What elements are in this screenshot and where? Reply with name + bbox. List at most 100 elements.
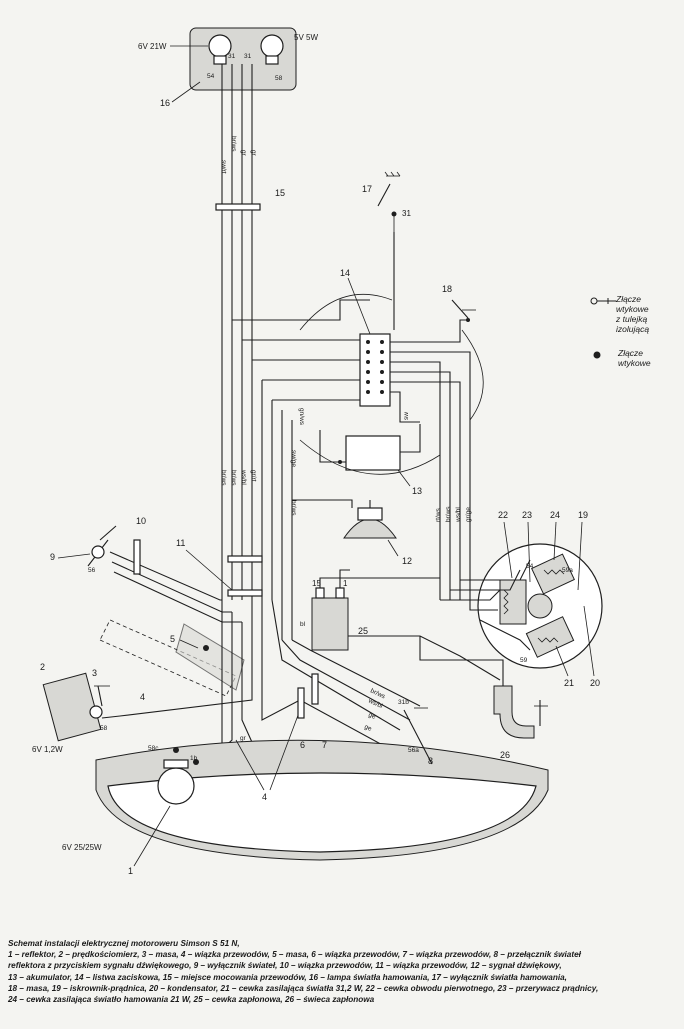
wiring-diagram: 6V 21W 5V 5W 31 31 54 58 16 15 sw/rt [32, 27, 603, 876]
wire-label-gn-ws: gn/ws [298, 408, 305, 426]
speedo-bulb-rating: 6V 1,2W [32, 745, 63, 754]
legend-plug: Złącze wtykowe z tulejką izolującą [616, 294, 649, 334]
callout-13: 13 [412, 486, 422, 496]
wire-label-sw: sw [403, 412, 410, 420]
terminal-15: 15 [312, 579, 321, 588]
callout-12: 12 [402, 556, 412, 566]
wire-bundle-labels-top: sw/rt br/ws gr gr [220, 136, 257, 174]
callout-10: 10 [136, 516, 146, 526]
main-harness: 15 [215, 64, 370, 640]
callout-17: 17 [362, 184, 372, 194]
terminal-54: 54 [207, 73, 215, 80]
terminal-31-left: 31 [228, 53, 236, 60]
callout-24: 24 [550, 510, 560, 520]
ign-wire-2: br/ws [445, 506, 452, 522]
plug-symbol [590, 297, 616, 305]
wire-label-gr: gr [240, 735, 247, 742]
wire-label-bl: bl [300, 621, 306, 628]
terminal-59a: 59a [562, 567, 573, 574]
legend-plug-line-3: z tulejką [616, 314, 648, 324]
legend-socket-line-1: Złącze [618, 348, 644, 358]
rear-lamp-assembly: 6V 21W 5V 5W 31 31 54 58 16 [138, 27, 318, 108]
callout-2: 2 [40, 662, 45, 672]
light-switch: 56 9 10 [50, 516, 242, 623]
caption-line-1: 1 – reflektor, 2 – prędkościomierz, 3 – … [8, 950, 581, 960]
mid-wire-3: ws/bl [240, 469, 247, 485]
wire-label-3: gr [240, 150, 247, 157]
callout-19: 19 [578, 510, 588, 520]
figure-caption: Schemat instalacji elektrycznej motorowe… [8, 938, 676, 1005]
callout-21: 21 [564, 678, 574, 688]
stop-lamp-rating: 6V 21W [138, 42, 167, 51]
wire-labels-mid: br/ws br/ws ws/bl gr/rt sw/ge br/ws gn/w… [220, 408, 305, 516]
terminal-58: 58 [275, 75, 283, 82]
socket-symbol [593, 351, 601, 359]
callout-11: 11 [176, 538, 185, 548]
legend-plug-line-4: izolującą [616, 324, 650, 334]
ignition-coil: 25 bl [300, 569, 501, 681]
ign-wire-1: rt/ws [435, 508, 442, 522]
terminal-1: 1 [343, 579, 348, 588]
caption-title: Schemat instalacji elektrycznej motorowe… [8, 939, 240, 948]
callout-8: 8 [428, 756, 433, 766]
magneto-generator: 59 59a 54 15 1 22 23 24 19 21 20 [312, 510, 603, 688]
legend-plug-line-2: wtykowe [616, 304, 649, 314]
callout-25: 25 [358, 626, 368, 636]
ground-18: 18 [442, 284, 484, 421]
caption-line-3: 13 – akumulator, 14 – listwa zaciskowa, … [8, 972, 567, 982]
callout-1: 1 [128, 866, 133, 876]
ign-wire-4: gr/ge [465, 507, 472, 522]
terminal-31-brake: 31 [402, 209, 411, 218]
callout-23: 23 [522, 510, 532, 520]
ign-wire-3: ws/bl [455, 507, 462, 523]
callout-26: 26 [500, 750, 510, 760]
callout-4b: 4 [262, 792, 267, 802]
front-harness: 11 5 [99, 538, 421, 761]
wire-label-4: gr [250, 150, 257, 157]
headlamp: 58c 1b 6V 25/25W 1 4 [62, 709, 549, 876]
callout-7: 7 [322, 740, 327, 750]
hb-wire-3: ge [367, 711, 377, 721]
callout-3: 3 [92, 668, 97, 678]
mid-wire-2: br/ws [230, 470, 237, 486]
brake-light-switch: 17 31 [362, 171, 411, 232]
tail-lamp-rating: 5V 5W [294, 33, 318, 42]
legend-socket: Złącze wtykowe [618, 348, 651, 368]
callout-5: 5 [170, 634, 175, 644]
terminal-56a: 56a [408, 747, 419, 754]
headlamp-bulb-rating: 6V 25/25W [62, 843, 102, 852]
callout-22: 22 [498, 510, 508, 520]
terminal-58b: 58 [100, 725, 108, 732]
callout-14: 14 [340, 268, 350, 278]
callout-16: 16 [160, 98, 170, 108]
terminal-56: 56 [88, 567, 96, 574]
wire-label-2: br/ws [230, 136, 237, 152]
callout-6: 6 [300, 740, 305, 750]
callout-9: 9 [50, 552, 55, 562]
wire-label-br-ws: br/ws [290, 500, 297, 516]
horn: 12 [292, 499, 412, 566]
speedometer: 2 3 6V 1,2W 58 4 [32, 662, 145, 754]
terminal-59: 59 [520, 657, 528, 664]
caption-line-2: reflektora z przyciskiem sygnału dźwięko… [8, 961, 562, 971]
wire-label-1: sw/rt [220, 160, 227, 174]
battery: sw 13 [299, 412, 441, 496]
terminal-31b: 31b [398, 699, 409, 706]
wire-label-sw-ge: sw/ge [290, 450, 297, 467]
mid-wire-4: gr/rt [250, 470, 257, 482]
terminal-31-right: 31 [244, 53, 252, 60]
terminal-1b: 1b [190, 755, 198, 762]
caption-line-5: 24 – cewka zasilająca światło hamowania … [8, 995, 375, 1005]
callout-20: 20 [590, 678, 600, 688]
callout-18: 18 [442, 284, 452, 294]
callout-15: 15 [275, 188, 285, 198]
spark-plug: 26 [419, 636, 548, 760]
wire-labels-ignition: rt/ws br/ws ws/bl gr/ge [435, 506, 472, 523]
terminal-strip: 14 [299, 232, 471, 600]
legend-socket-line-2: wtykowe [618, 358, 651, 368]
terminal-58c: 58c [148, 745, 159, 752]
caption-line-4: 18 – masa, 19 – iskrownik-prądnica, 20 –… [8, 983, 599, 993]
mid-wire-1: br/ws [220, 470, 227, 486]
legend-plug-line-1: Złącze [616, 294, 642, 304]
callout-4a: 4 [140, 692, 145, 702]
